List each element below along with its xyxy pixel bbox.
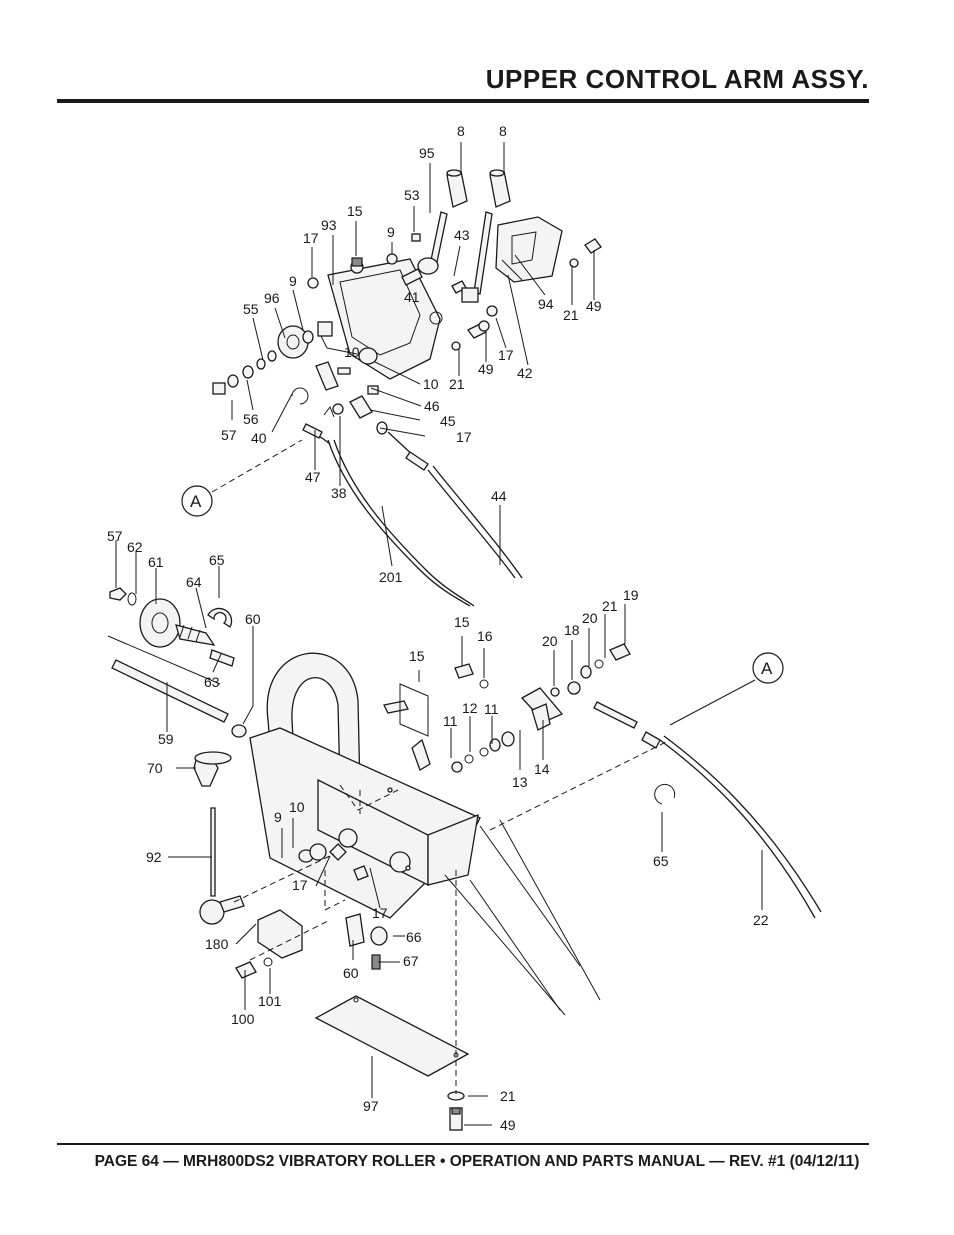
bottom-plate-parts [314, 870, 492, 1131]
lower-small-parts [383, 604, 631, 773]
callout-61: 61 [148, 554, 164, 570]
callout-17: 17 [498, 347, 514, 363]
callout-21: 21 [500, 1088, 516, 1104]
callout-10: 10 [423, 376, 439, 392]
callout-11: 11 [443, 713, 458, 729]
callout-180: 180 [205, 936, 229, 952]
reference-marker-a-upper [181, 485, 213, 517]
callout-21: 21 [563, 307, 579, 323]
callout-a: A [190, 492, 202, 511]
callout-15: 15 [454, 614, 470, 630]
callout-60: 60 [245, 611, 261, 627]
callout-17: 17 [372, 905, 388, 921]
callout-47: 47 [305, 469, 321, 485]
callout-65: 65 [209, 552, 225, 568]
callout-a: A [761, 659, 773, 678]
callout-43: 43 [454, 227, 470, 243]
callout-10: 10 [289, 799, 305, 815]
callout-10: 10 [344, 344, 360, 360]
callout-95: 95 [419, 145, 435, 161]
callout-45: 45 [440, 413, 456, 429]
callout-38: 38 [331, 485, 347, 501]
callout-60: 60 [343, 965, 359, 981]
callout-9: 9 [387, 224, 395, 240]
callout-55: 55 [243, 301, 259, 317]
callout-63: 63 [204, 674, 220, 690]
upper-small-parts [212, 233, 602, 435]
callout-9: 9 [289, 273, 297, 289]
callout-8: 8 [457, 123, 465, 139]
callout-12: 12 [462, 700, 478, 716]
callout-22: 22 [753, 912, 769, 928]
callout-57: 57 [107, 528, 123, 544]
callout-17: 17 [292, 877, 308, 893]
callout-65: 65 [653, 853, 669, 869]
callout-100: 100 [231, 1011, 255, 1027]
callout-49: 49 [500, 1117, 516, 1133]
callout-49: 49 [478, 361, 494, 377]
control-bracket-plate [327, 216, 563, 380]
callout-41: 41 [404, 289, 420, 305]
footer-rule [57, 1143, 869, 1145]
callout-labels: 8 8 95 53 15 93 9 43 17 9 41 96 55 10 10… [107, 123, 773, 1133]
callout-101: 101 [258, 993, 282, 1009]
callout-94: 94 [538, 296, 554, 312]
callout-64: 64 [186, 574, 202, 590]
header-rule [57, 99, 869, 103]
callout-56: 56 [243, 411, 259, 427]
callout-59: 59 [158, 731, 174, 747]
callout-53: 53 [404, 187, 420, 203]
callout-49: 49 [586, 298, 602, 314]
callout-8: 8 [499, 123, 507, 139]
callout-57: 57 [221, 427, 237, 443]
callout-15: 15 [409, 648, 425, 664]
handle-frame [249, 652, 601, 1016]
callout-66: 66 [406, 929, 422, 945]
upper-leader-lines [211, 142, 595, 567]
callout-92: 92 [146, 849, 162, 865]
callout-21: 21 [602, 598, 618, 614]
lower-left-parts [168, 751, 405, 1010]
callout-17: 17 [456, 429, 472, 445]
page-title: UPPER CONTROL ARM ASSY. [485, 64, 869, 94]
callout-17: 17 [303, 230, 319, 246]
callout-18: 18 [564, 622, 580, 638]
callout-62: 62 [127, 539, 143, 555]
callout-44: 44 [491, 488, 507, 504]
callout-21: 21 [449, 376, 465, 392]
control-lever-grips [430, 169, 511, 295]
callout-40: 40 [251, 430, 267, 446]
callout-67: 67 [403, 953, 419, 969]
callout-9: 9 [274, 809, 282, 825]
callout-11: 11 [484, 701, 499, 717]
lower-cable [489, 679, 822, 919]
callout-16: 16 [477, 628, 493, 644]
left-side-parts [107, 540, 254, 738]
callout-20: 20 [582, 610, 598, 626]
callout-19: 19 [623, 587, 639, 603]
callout-42: 42 [517, 365, 533, 381]
callout-201: 201 [379, 569, 403, 585]
callout-14: 14 [534, 761, 550, 777]
callout-70: 70 [147, 760, 163, 776]
callout-93: 93 [321, 217, 337, 233]
callout-13: 13 [512, 774, 528, 790]
callout-97: 97 [363, 1098, 379, 1114]
callout-15: 15 [347, 203, 363, 219]
upper-cables [302, 423, 523, 607]
page-footer: PAGE 64 — MRH800DS2 VIBRATORY ROLLER • O… [94, 1153, 860, 1170]
callout-96: 96 [264, 290, 280, 306]
reference-marker-a-lower [752, 652, 784, 684]
callout-20: 20 [542, 633, 558, 649]
callout-46: 46 [424, 398, 440, 414]
